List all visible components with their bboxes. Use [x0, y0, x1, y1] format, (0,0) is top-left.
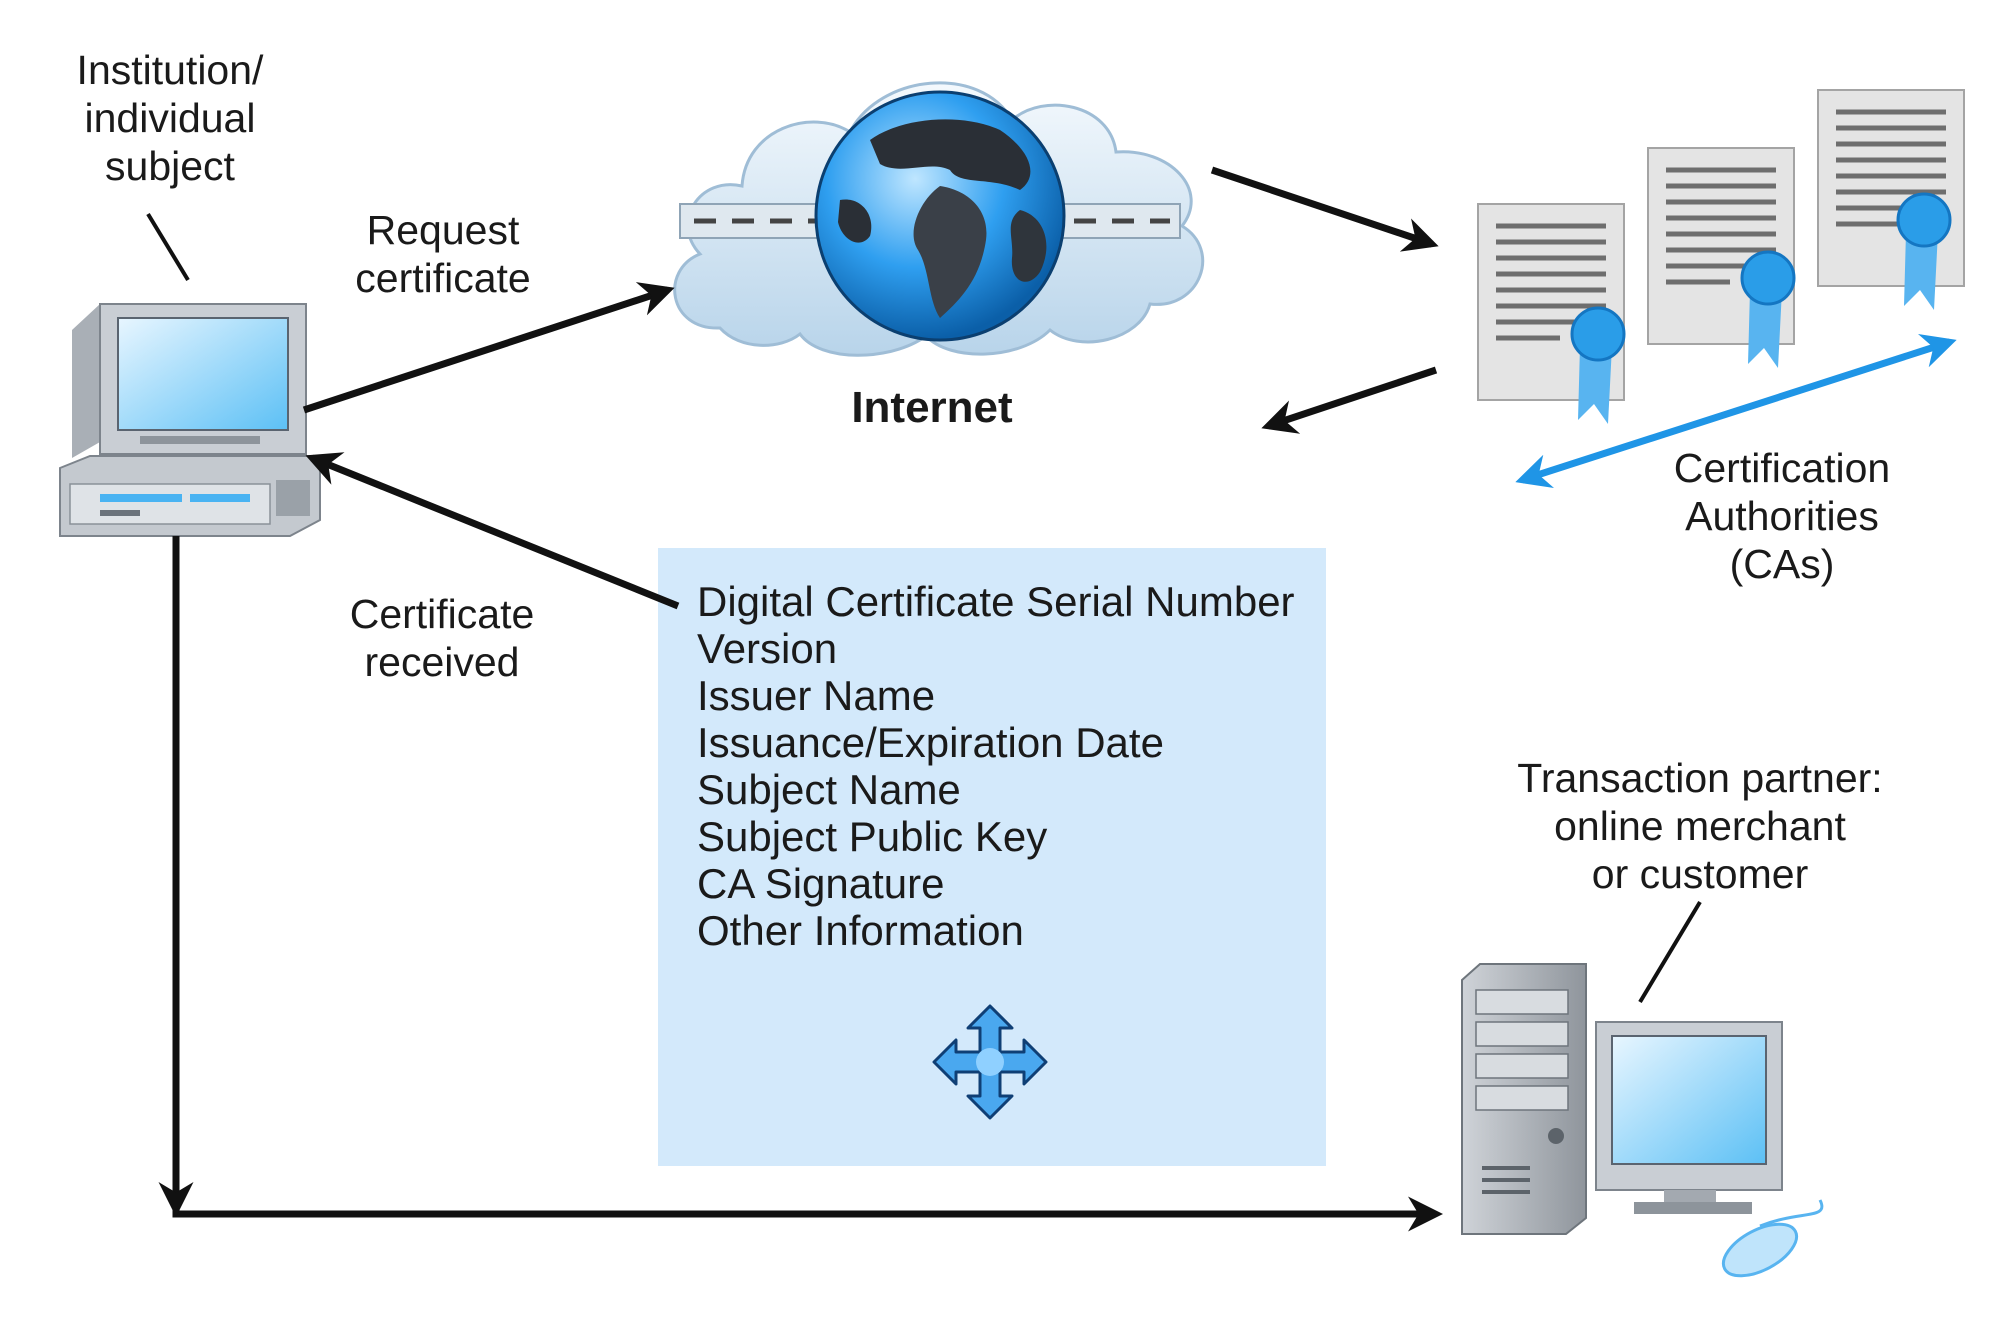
internet-to-ca-arrow [1210, 166, 1439, 252]
certificate-field: Subject Name [697, 766, 961, 813]
certificate-field: Version [697, 625, 837, 672]
subject-pointer-line [146, 212, 190, 282]
certificate-field: CA Signature [697, 860, 945, 907]
mouse-icon [1721, 1199, 1824, 1278]
certificate-icon [1817, 89, 1965, 310]
request-arrow [302, 282, 675, 414]
partner-label-line: online merchant [1554, 803, 1846, 849]
subject-label-line: Institution/ [77, 47, 264, 93]
ca-label-line: (CAs) [1730, 541, 1835, 587]
request-label-line: certificate [355, 255, 530, 301]
certificate-icon [1647, 147, 1796, 368]
certification-authorities-label: Certification Authorities (CAs) [1674, 445, 1890, 587]
certificate-fields-list: Digital Certificate Serial Number Versio… [697, 578, 1295, 954]
subject-label-line: individual [85, 95, 256, 141]
partner-label-line: or customer [1592, 851, 1808, 897]
subject-label-line: subject [105, 143, 236, 189]
partner-pointer-line [1638, 900, 1702, 1004]
partner-label-line: Transaction partner: [1517, 755, 1882, 801]
certificate-field: Other Information [697, 907, 1024, 954]
desktop-computer-icon [59, 303, 321, 537]
four-way-arrow-icon [932, 1004, 1048, 1120]
ca-label-line: Authorities [1685, 493, 1879, 539]
certificate-field: Issuance/Expiration Date [697, 719, 1164, 766]
ca-label-line: Certification [1674, 445, 1890, 491]
tower-computer-icon [1461, 963, 1783, 1235]
ca-to-internet-arrow [1261, 366, 1438, 434]
received-label-line: Certificate [350, 591, 535, 637]
certificate-field: Subject Public Key [697, 813, 1047, 860]
certificate-received-label: Certificate received [350, 591, 535, 685]
ca-network-arrow [1515, 333, 1957, 489]
certificate-icon [1477, 203, 1626, 424]
internet-label: Internet [851, 383, 1013, 432]
subject-label: Institution/ individual subject [77, 47, 264, 189]
certificate-field: Issuer Name [697, 672, 935, 719]
received-label-line: received [365, 639, 520, 685]
certificate-received-arrow [305, 452, 680, 610]
internet-globe-cloud-icon: Internet [673, 81, 1205, 432]
request-label-line: Request [367, 207, 520, 253]
certificate-field: Digital Certificate Serial Number [697, 578, 1295, 625]
request-certificate-label: Request certificate [355, 207, 530, 301]
transaction-partner-label: Transaction partner: online merchant or … [1517, 755, 1882, 897]
